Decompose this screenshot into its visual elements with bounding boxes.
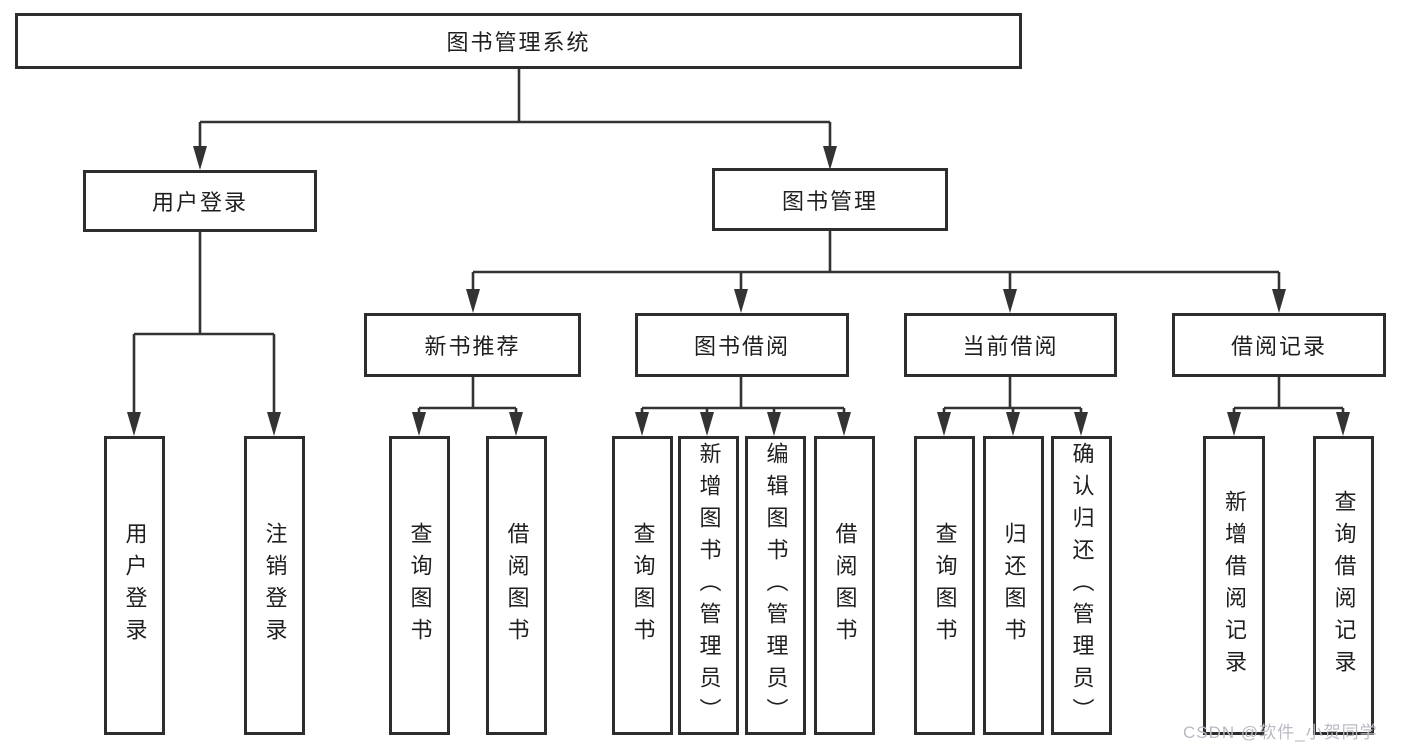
leaf-current-return-book: 归还图书 [983,436,1044,735]
node-user-login-label: 用户登录 [151,190,248,215]
node-user-login: 用户登录 [83,170,317,232]
leaf-borrow-query-book: 查询图书 [612,436,673,735]
leaf-borrow-edit-book-admin: 编辑图书（管理员） [745,436,806,735]
leaf-borrow-edit-book-admin-label: 编辑图书（管理员） [763,441,789,730]
leaf-records-add-record: 新增借阅记录 [1203,436,1265,735]
leaf-current-confirm-return-admin-label: 确认归还（管理员） [1069,441,1095,730]
node-new-book-recommend: 新书推荐 [364,313,581,377]
node-borrow-records-label: 借阅记录 [1230,334,1327,359]
node-root: 图书管理系统 [15,13,1022,69]
node-new-book-recommend-label: 新书推荐 [424,334,521,359]
leaf-borrow-borrow-book-label: 借阅图书 [832,521,858,650]
node-book-management-label: 图书管理 [781,188,878,214]
leaf-current-confirm-return-admin: 确认归还（管理员） [1051,436,1112,735]
leaf-user-login-label: 用户登录 [122,521,148,650]
node-book-borrow: 图书借阅 [635,313,849,377]
leaf-recommend-query-book-label: 查询图书 [407,521,433,650]
leaf-current-return-book-label: 归还图书 [1001,521,1027,650]
node-book-management: 图书管理 [712,168,948,231]
leaf-current-query-book-label: 查询图书 [932,521,958,650]
node-book-borrow-label: 图书借阅 [693,334,790,359]
leaf-records-query-record: 查询借阅记录 [1313,436,1374,735]
leaf-borrow-add-book-admin-label: 新增图书（管理员） [696,441,722,730]
node-current-borrow: 当前借阅 [904,313,1117,377]
leaf-records-query-record-label: 查询借阅记录 [1331,489,1357,682]
leaf-user-login: 用户登录 [104,436,165,735]
leaf-logout-label: 注销登录 [262,521,288,650]
leaf-recommend-borrow-book: 借阅图书 [486,436,547,735]
leaf-current-query-book: 查询图书 [914,436,975,735]
leaf-borrow-add-book-admin: 新增图书（管理员） [678,436,739,735]
node-borrow-records: 借阅记录 [1172,313,1386,377]
leaf-recommend-query-book: 查询图书 [389,436,450,735]
node-current-borrow-label: 当前借阅 [962,334,1059,359]
leaf-records-add-record-label: 新增借阅记录 [1222,489,1247,682]
node-root-label: 图书管理系统 [446,30,591,55]
arrowheads [127,146,1350,436]
leaf-recommend-borrow-book-label: 借阅图书 [504,521,530,650]
leaf-borrow-query-book-label: 查询图书 [630,521,656,650]
leaf-logout: 注销登录 [244,436,305,735]
watermark: CSDN @软件_小贺同学 [1183,723,1378,742]
leaf-borrow-borrow-book: 借阅图书 [814,436,875,735]
